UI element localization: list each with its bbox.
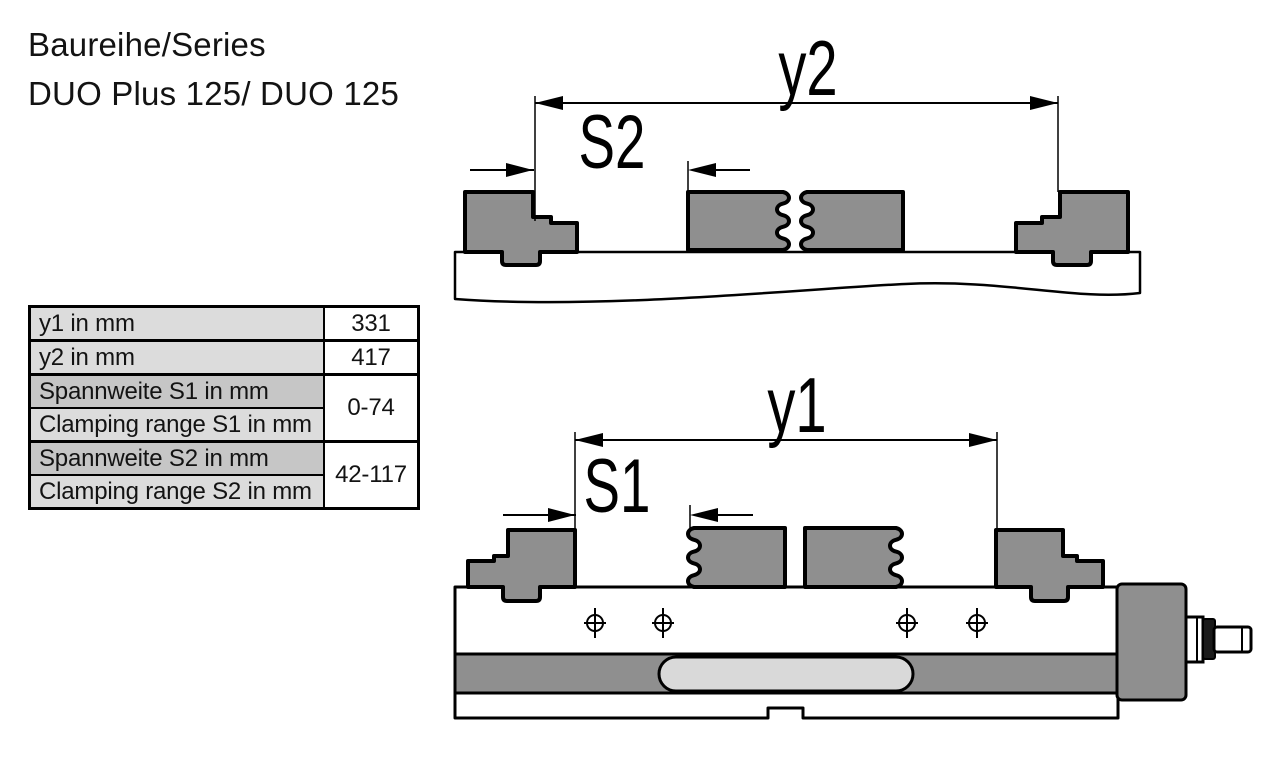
table-row: y2 in mm 417 xyxy=(28,339,420,376)
row-label-s2-en: Clamping range S2 in mm xyxy=(28,474,325,510)
row-label-y2: y2 in mm xyxy=(28,339,325,376)
center-jaw-left xyxy=(686,190,791,252)
dimension-label-y2: y2 xyxy=(778,25,837,112)
table-row: Spannweite S2 in mm 42-117 xyxy=(28,440,420,510)
series-title: Baureihe/Series DUO Plus 125/ DUO 125 xyxy=(28,20,399,118)
row-label-s1-de: Spannweite S1 in mm xyxy=(28,373,325,409)
table-row: Clamping range S2 in mm xyxy=(28,474,419,510)
row-label-y1: y1 in mm xyxy=(28,305,325,342)
center-mark-icon xyxy=(896,608,918,638)
dimension-arrow xyxy=(688,163,716,177)
row-value-y1: 331 xyxy=(323,305,420,342)
bottom-view-s1: y1 S1 xyxy=(453,362,1253,720)
right-jaw-reversed xyxy=(1014,190,1130,267)
center-mark-icon xyxy=(966,608,988,638)
guide-rail xyxy=(453,250,1142,304)
dimension-y1: y1 xyxy=(575,362,997,449)
right-jaw xyxy=(994,528,1105,603)
dimension-label-y1: y1 xyxy=(767,362,826,449)
dimension-arrow xyxy=(969,433,997,447)
table-row: y1 in mm 331 xyxy=(28,305,420,342)
table-row: Spannweite S1 in mm 0-74 xyxy=(28,373,420,443)
dimension-s1: S1 xyxy=(503,444,753,529)
dimension-y2: y2 xyxy=(535,25,1058,112)
series-title-line1: Baureihe/Series xyxy=(28,26,266,63)
left-jaw-reversed xyxy=(463,190,579,267)
dimension-label-s1: S1 xyxy=(584,444,651,529)
dimension-label-s2: S2 xyxy=(579,100,646,185)
series-title-line2: DUO Plus 125/ DUO 125 xyxy=(28,75,400,112)
dimension-arrow xyxy=(1030,96,1058,110)
dimension-arrow xyxy=(535,96,563,110)
dimension-arrow xyxy=(506,163,533,177)
row-value-s2: 42-117 xyxy=(323,440,420,510)
table-row: Clamping range S1 in mm xyxy=(28,407,419,443)
extension-lines-top xyxy=(534,96,1059,221)
dimension-table: y1 in mm 331 y2 in mm 417 Spannweite S1 … xyxy=(28,305,420,510)
dimension-arrow xyxy=(690,508,718,522)
center-mark-icon xyxy=(584,608,606,638)
center-jaw-left xyxy=(686,526,787,589)
center-mark-icon xyxy=(652,608,674,638)
body-slot xyxy=(657,655,915,693)
left-jaw xyxy=(466,528,577,603)
spindle-shaft xyxy=(1212,625,1253,654)
dimension-arrow xyxy=(575,433,603,447)
row-label-s2-de: Spannweite S2 in mm xyxy=(28,440,325,476)
row-label-s1-en: Clamping range S1 in mm xyxy=(28,407,325,443)
dimension-s2: S2 xyxy=(470,100,750,185)
dimension-arrow xyxy=(548,508,575,522)
extension-lines-bottom xyxy=(574,432,998,530)
row-value-y2: 417 xyxy=(323,339,420,376)
center-jaw-right xyxy=(799,190,905,252)
top-view-s2: y2 S2 xyxy=(453,25,1142,304)
spindle-end-block xyxy=(1115,582,1188,702)
center-jaw-right xyxy=(803,526,904,589)
row-value-s1: 0-74 xyxy=(323,373,420,443)
